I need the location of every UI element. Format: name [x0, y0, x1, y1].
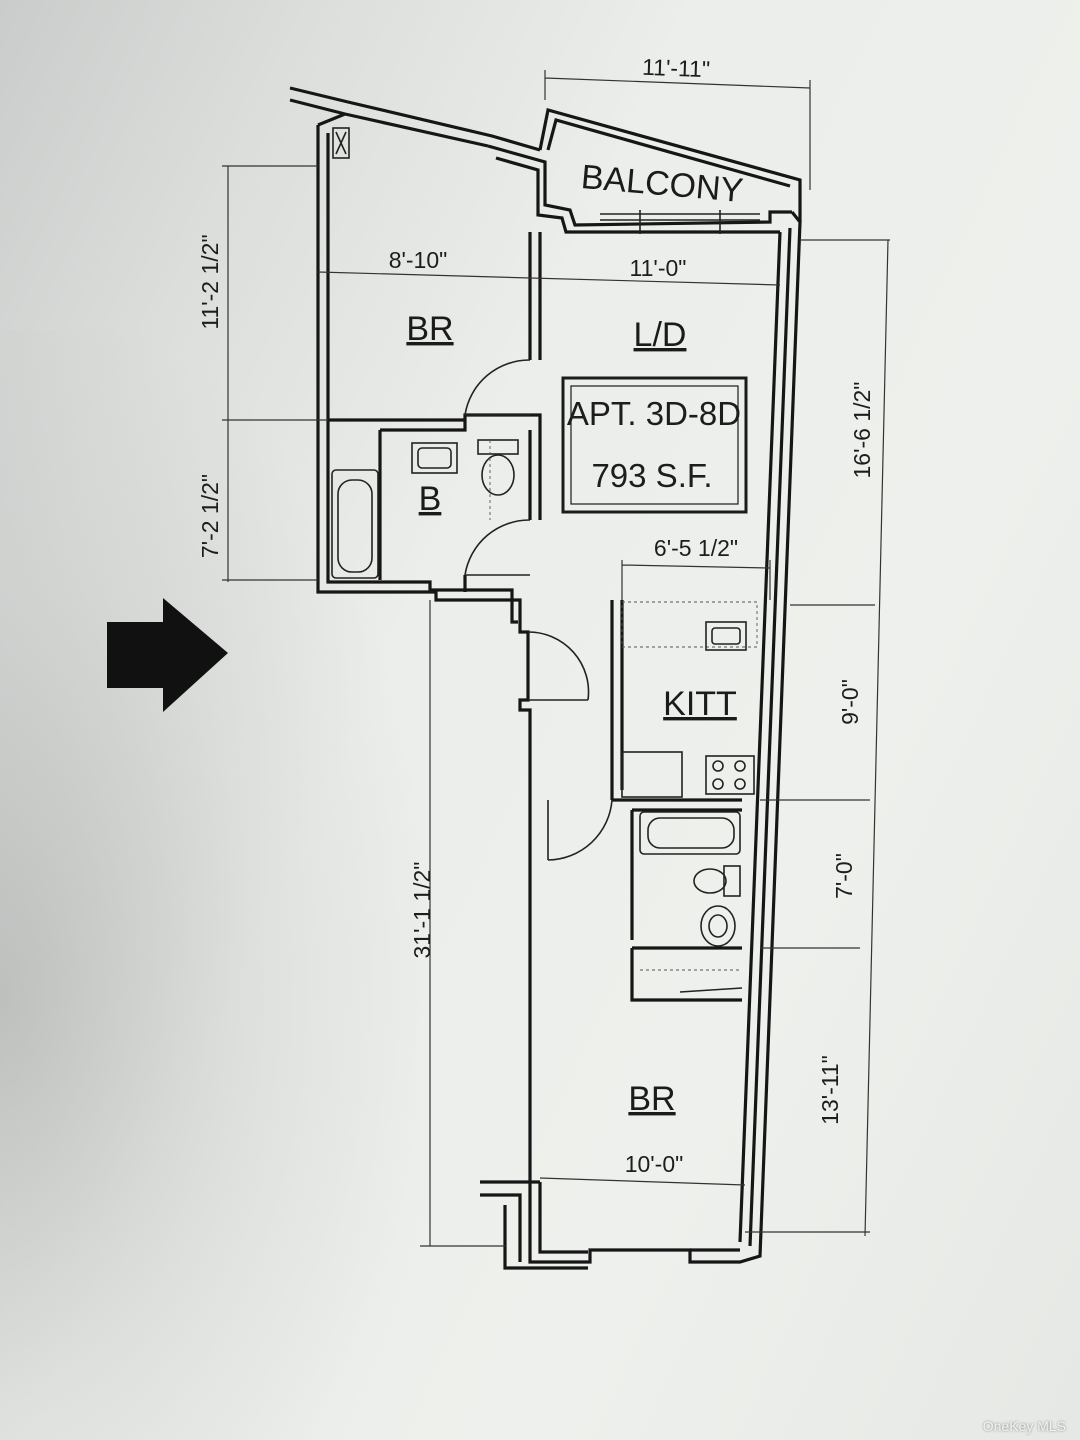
unit-apartment-number: APT. 3D-8D — [567, 395, 741, 432]
dim-balcony-width: 11'-11" — [642, 54, 711, 82]
dim-bath2-depth: 7'-0" — [831, 853, 857, 899]
dim-br-top-depth: 11'-2 1/2" — [197, 234, 223, 329]
living-dining-label: L/D — [634, 316, 687, 354]
dim-overall-depth: 31'-1 1/2" — [409, 862, 435, 959]
bath2-fixtures — [639, 811, 743, 993]
unit-area: 793 S.F. — [591, 457, 712, 494]
dim-br-bottom-depth: 13'-11" — [817, 1055, 843, 1125]
entry-arrow-icon — [107, 598, 228, 712]
dim-ld-depth: 16'-6 1/2" — [849, 382, 875, 479]
photo-shadow — [0, 330, 420, 1440]
bedroom-top-label: BR — [406, 310, 453, 348]
dim-br-top-width: 8'-10" — [389, 247, 448, 273]
dim-kitchen-depth: 9'-0" — [837, 679, 863, 725]
kitchen-fixtures — [621, 601, 758, 798]
dimension-lines — [222, 70, 890, 1247]
dim-br-bottom-width: 10'-0" — [625, 1151, 684, 1177]
bath-label: B — [419, 480, 442, 518]
dim-ld-width: 11'-0" — [630, 255, 687, 281]
bath-fixtures — [331, 439, 519, 579]
dim-bath-depth: 7'-2 1/2" — [197, 474, 223, 558]
kitchen-label: KITT — [663, 685, 737, 723]
balcony-outline — [487, 107, 802, 234]
dim-kitchen-width: 6'-5 1/2" — [654, 535, 738, 561]
mls-watermark: OneKey MLS — [982, 1418, 1066, 1434]
exterior-walls — [289, 86, 802, 1270]
door-swings — [464, 359, 613, 861]
unit-label-box: APT. 3D-8D 793 S.F. — [561, 376, 748, 514]
bedroom-bottom-label: BR — [628, 1080, 675, 1118]
